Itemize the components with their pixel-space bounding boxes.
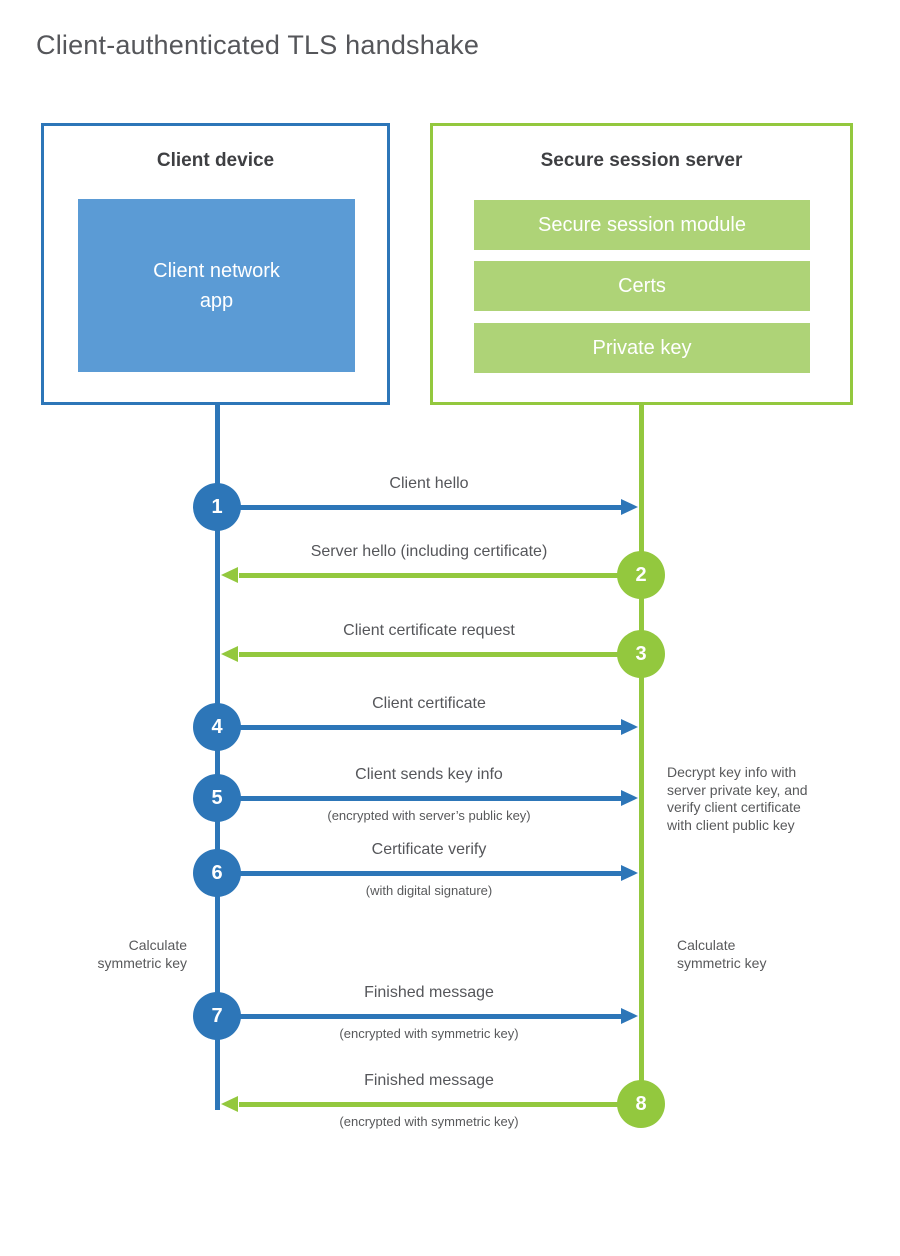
message-sublabel: (encrypted with symmetric key) xyxy=(339,1114,519,1129)
message-sublabel: (encrypted with symmetric key) xyxy=(339,1026,519,1041)
arrow-shaft xyxy=(239,1102,618,1107)
client-device-header: Client device xyxy=(156,150,275,171)
calc-note-line1: Calculate xyxy=(128,937,187,953)
message-sublabel: (with digital signature) xyxy=(365,883,493,898)
server-header: Secure session server xyxy=(540,150,743,171)
arrow-left-icon xyxy=(221,1096,238,1112)
message-label: Client hello xyxy=(389,475,469,492)
server-module-secure-session: Secure session module xyxy=(474,200,810,250)
client-lifeline xyxy=(215,404,220,1110)
client-network-app-box: Client network app xyxy=(78,199,355,372)
client-app-label-line1: Client network xyxy=(153,259,280,282)
arrow-right-icon xyxy=(621,499,638,515)
step-number-badge: 5 xyxy=(193,774,241,822)
step-number-badge: 6 xyxy=(193,849,241,897)
calculate-symmetric-key-note-server: Calculate symmetric key xyxy=(677,937,766,972)
server-module-private-key: Private key xyxy=(474,323,810,373)
arrow-right-icon xyxy=(621,719,638,735)
arrow-right-icon xyxy=(621,865,638,881)
message-label: Finished message xyxy=(364,1072,494,1089)
message-label: Server hello (including certificate) xyxy=(310,543,548,560)
client-app-label-line2: app xyxy=(199,289,234,312)
server-lifeline xyxy=(639,404,644,1104)
decrypt-key-note: Decrypt key info with server private key… xyxy=(667,764,808,834)
arrow-shaft xyxy=(240,796,621,801)
arrow-shaft xyxy=(240,871,621,876)
message-label: Certificate verify xyxy=(371,841,487,858)
message-label: Client certificate request xyxy=(343,622,515,639)
step-number-badge: 2 xyxy=(617,551,665,599)
step-number-badge: 7 xyxy=(193,992,241,1040)
message-sublabel: (encrypted with server’s public key) xyxy=(327,808,531,823)
step-number-badge: 3 xyxy=(617,630,665,678)
message-label: Client sends key info xyxy=(355,766,503,783)
message-label: Finished message xyxy=(364,984,494,1001)
decrypt-note-line2: server private key, and xyxy=(667,781,808,798)
calc-note-line1: Calculate xyxy=(677,937,736,953)
arrow-shaft xyxy=(240,725,621,730)
arrow-left-icon xyxy=(221,646,238,662)
arrow-shaft xyxy=(239,573,618,578)
calc-note-line2: symmetric key xyxy=(677,954,767,971)
arrow-right-icon xyxy=(621,790,638,806)
secure-session-server-box: Secure session server Secure session mod… xyxy=(430,123,853,405)
decrypt-note-line3: verify client certificate xyxy=(667,799,801,815)
message-label: Client certificate xyxy=(372,695,486,712)
step-number-badge: 8 xyxy=(617,1080,665,1128)
decrypt-note-line1: Decrypt key info with xyxy=(667,764,797,780)
client-device-box: Client device Client network app xyxy=(41,123,390,405)
calculate-symmetric-key-note-client: Calculate symmetric key xyxy=(47,937,187,972)
arrow-shaft xyxy=(240,505,621,510)
step-number-badge: 4 xyxy=(193,703,241,751)
arrow-shaft xyxy=(239,652,618,657)
server-module-certs: Certs xyxy=(474,261,810,311)
calc-note-line2: symmetric key xyxy=(97,954,187,971)
step-number-badge: 1 xyxy=(193,483,241,531)
arrow-shaft xyxy=(240,1014,621,1019)
arrow-right-icon xyxy=(621,1008,638,1024)
page-title: Client-authenticated TLS handshake xyxy=(36,30,480,60)
arrow-left-icon xyxy=(221,567,238,583)
decrypt-note-line4: with client public key xyxy=(667,816,795,833)
